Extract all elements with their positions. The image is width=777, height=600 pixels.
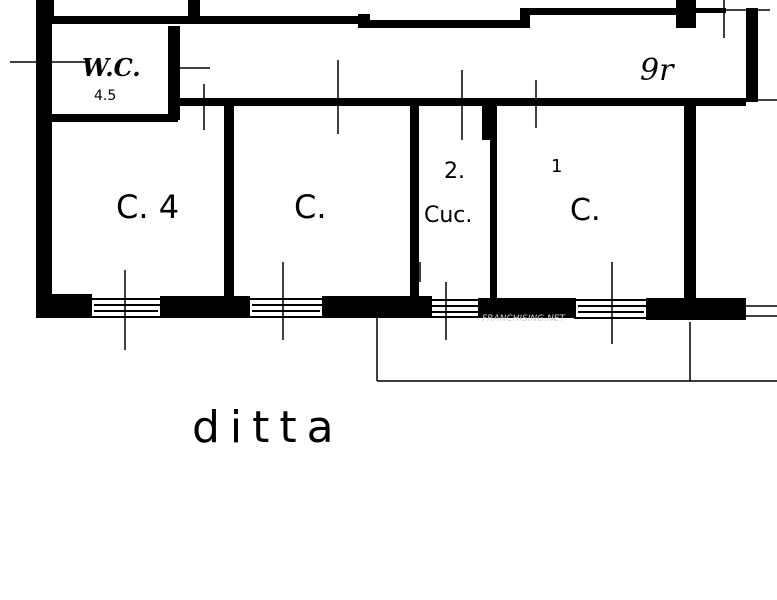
wall-right-vert (746, 8, 758, 102)
room-labels: W.C. 4.5 C. 4 C. 2. Cuc. 1 C. 9r (82, 53, 675, 228)
wall-wc-right (168, 26, 180, 120)
wall-left (36, 16, 52, 318)
wall-top-1 (36, 16, 366, 24)
section-marks (10, 0, 770, 350)
wall-div-3b (490, 104, 497, 300)
wall-top-5 (526, 8, 676, 15)
outlines (376, 99, 777, 382)
wall-bottom-2 (160, 296, 250, 318)
caption: ditta (192, 402, 344, 453)
walls (36, 0, 758, 320)
wall-top-3 (366, 20, 524, 28)
wc-sub: 4.5 (94, 88, 116, 104)
room-3-label: C. (570, 193, 600, 228)
wall-bottom-5 (646, 298, 746, 320)
corridor-mark: 9r (640, 53, 675, 88)
wc-label: W.C. (82, 53, 141, 82)
room-1-label: C. 4 (116, 188, 179, 226)
window-3 (430, 299, 480, 318)
window-1 (90, 298, 162, 318)
wall-bottom-3 (322, 296, 432, 318)
window-2 (248, 298, 324, 318)
wall-div-4 (684, 104, 696, 300)
room-2-label: C. (294, 188, 327, 226)
windows (37, 50, 648, 319)
wall-top-4 (520, 8, 530, 28)
watermark: FRANCHISING.NET (482, 314, 566, 324)
wall-div-1 (224, 104, 234, 300)
window-wc (37, 50, 51, 84)
wall-div-2 (410, 104, 419, 300)
kitchen-sub: 2. (444, 159, 465, 184)
wall-bottom-4 (478, 298, 576, 318)
wall-wc-bottom (52, 114, 178, 122)
room-3-sub: 1 (551, 156, 562, 177)
kitchen-label: Cuc. (424, 203, 472, 228)
wall-top-pillar (676, 0, 696, 28)
window-4 (574, 299, 648, 319)
wall-bottom-1 (36, 294, 92, 318)
